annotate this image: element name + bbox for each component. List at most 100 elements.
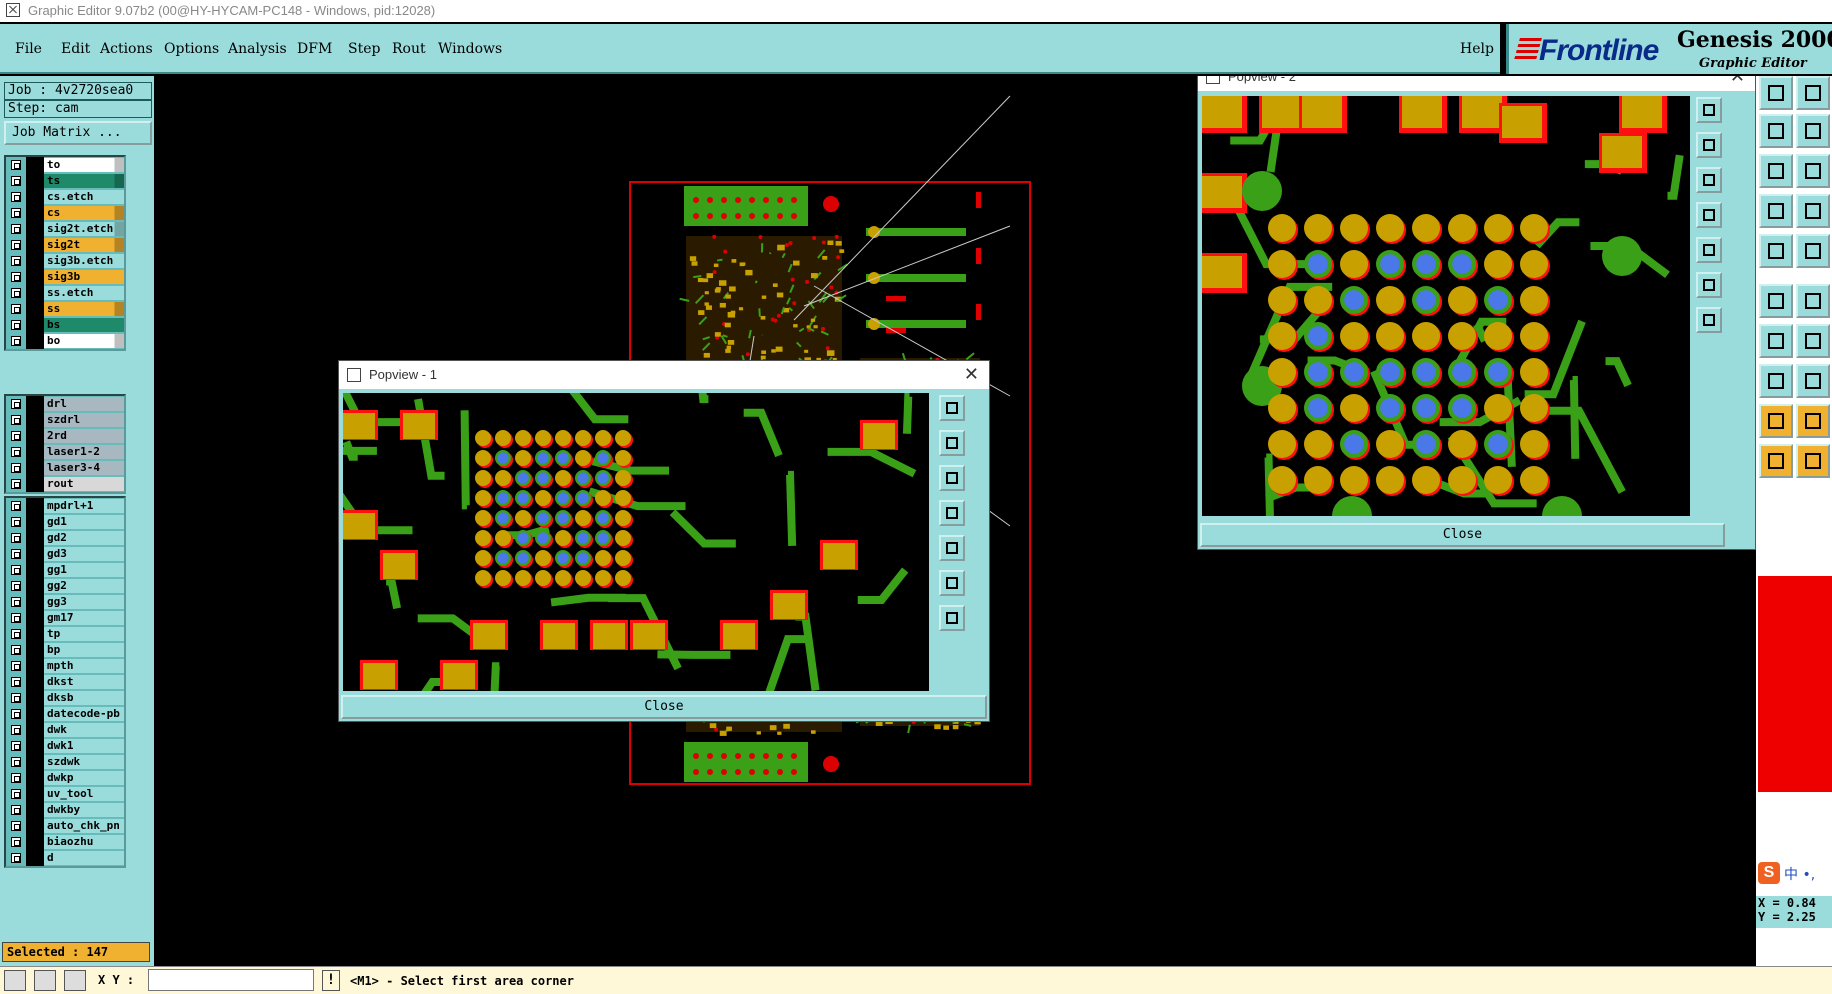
layer-row[interactable]: to [6, 157, 124, 173]
zoom-in-icon[interactable] [1796, 76, 1830, 110]
layer-checkbox[interactable] [11, 805, 21, 815]
layer-checkbox[interactable] [11, 613, 21, 623]
layer-row[interactable]: drl [6, 396, 124, 412]
layer-name[interactable]: ss [44, 302, 124, 316]
grid-icon[interactable] [1796, 154, 1830, 188]
layer-checkbox[interactable] [11, 256, 21, 266]
layer-name[interactable]: gd3 [44, 547, 124, 561]
layer-name[interactable]: d [44, 851, 124, 865]
zoom-out-icon[interactable] [939, 605, 965, 631]
popview-1-canvas[interactable] [343, 393, 929, 691]
layer-row[interactable]: auto_chk_pn [6, 818, 124, 834]
layer-name[interactable]: sig3b.etch [44, 254, 124, 268]
layer-row[interactable]: ss [6, 301, 124, 317]
layer-checkbox[interactable] [11, 597, 21, 607]
layer-checkbox[interactable] [11, 741, 21, 751]
layer-row[interactable]: cs.etch [6, 189, 124, 205]
layer-row[interactable]: szdrl [6, 412, 124, 428]
popview-1-close-icon[interactable]: ✕ [964, 364, 979, 385]
line-icon[interactable] [1796, 234, 1830, 268]
popview-2-close-button[interactable]: Close [1200, 523, 1725, 547]
menu-windows[interactable]: Windows [438, 41, 502, 57]
layer-checkbox[interactable] [11, 789, 21, 799]
zoom-home-icon[interactable] [939, 395, 965, 421]
layer-name[interactable]: ts [44, 174, 124, 188]
layer-row[interactable]: rout [6, 476, 124, 492]
pad-icon[interactable] [1759, 284, 1793, 318]
menu-file[interactable]: File [15, 41, 42, 57]
layer-name[interactable]: bs [44, 318, 124, 332]
layer-name[interactable]: dwkp [44, 771, 124, 785]
layer-checkbox[interactable] [11, 176, 21, 186]
menu-edit[interactable]: Edit [61, 41, 90, 57]
popview-2-canvas[interactable] [1202, 96, 1690, 516]
layer-row[interactable]: gd1 [6, 514, 124, 530]
layer-checkbox[interactable] [11, 431, 21, 441]
layer-name[interactable]: gd2 [44, 531, 124, 545]
layer-name[interactable]: gg2 [44, 579, 124, 593]
layer-row[interactable]: d [6, 850, 124, 866]
layer-checkbox[interactable] [11, 501, 21, 511]
layer-checkbox[interactable] [11, 565, 21, 575]
layer-name[interactable]: mpdrl+1 [44, 499, 124, 513]
layer-row[interactable]: dkst [6, 674, 124, 690]
layer-name[interactable]: rout [44, 477, 124, 491]
layer-name[interactable]: uv_tool [44, 787, 124, 801]
layer-checkbox[interactable] [11, 447, 21, 457]
zoom-in-icon[interactable] [1696, 272, 1722, 298]
layer-row[interactable]: szdwk [6, 754, 124, 770]
route-icon[interactable] [1796, 194, 1830, 228]
layer-name[interactable]: dwk1 [44, 739, 124, 753]
layer-name[interactable]: cs [44, 206, 124, 220]
layer-name[interactable]: datecode-pb [44, 707, 124, 721]
zoom-in-icon[interactable] [1796, 364, 1830, 398]
layer-row[interactable]: dwkby [6, 802, 124, 818]
layer-checkbox[interactable] [11, 645, 21, 655]
layer-checkbox[interactable] [11, 693, 21, 703]
menu-options[interactable]: Options [164, 41, 219, 57]
layer-row[interactable]: gm17 [6, 610, 124, 626]
pan-right-icon[interactable] [939, 535, 965, 561]
job-matrix-button[interactable]: Job Matrix ... [4, 121, 152, 145]
layer-name[interactable]: bo [44, 334, 124, 348]
zoom-out-icon[interactable] [1759, 404, 1793, 438]
layer-row[interactable]: 2rd [6, 428, 124, 444]
layer-name[interactable]: gd1 [44, 515, 124, 529]
layer-row[interactable]: bs [6, 317, 124, 333]
menu-step[interactable]: Step [348, 41, 380, 57]
layer-checkbox[interactable] [11, 479, 21, 489]
layer-row[interactable]: gg3 [6, 594, 124, 610]
layer-name[interactable]: auto_chk_pn [44, 819, 124, 833]
cancel-icon[interactable] [34, 970, 56, 991]
layer-row[interactable]: ss.etch [6, 285, 124, 301]
layer-name[interactable]: mpth [44, 659, 124, 673]
layer-row[interactable]: laser3-4 [6, 460, 124, 476]
layer-name[interactable]: gg1 [44, 563, 124, 577]
zoom-in-icon[interactable] [939, 570, 965, 596]
pan-up-icon[interactable] [939, 430, 965, 456]
layer-name[interactable]: szdwk [44, 755, 124, 769]
layer-row[interactable]: laser1-2 [6, 444, 124, 460]
layer-name[interactable]: to [44, 158, 124, 172]
layer-checkbox[interactable] [11, 272, 21, 282]
layer-checkbox[interactable] [11, 160, 21, 170]
layer-row[interactable]: sig2t.etch [6, 221, 124, 237]
layer-name[interactable]: dwkby [44, 803, 124, 817]
layer-checkbox[interactable] [11, 757, 21, 767]
layer-row[interactable]: mpth [6, 658, 124, 674]
layer-checkbox[interactable] [11, 415, 21, 425]
layer-row[interactable]: bo [6, 333, 124, 349]
measure-icon[interactable] [1759, 234, 1793, 268]
layer-name[interactable]: drl [44, 397, 124, 411]
layer-name[interactable]: sig3b [44, 270, 124, 284]
zoom-area-icon[interactable] [4, 970, 26, 991]
snap-icon[interactable] [1759, 194, 1793, 228]
pan-right-icon[interactable] [1696, 237, 1722, 263]
layer-checkbox[interactable] [11, 192, 21, 202]
layer-checkbox[interactable] [11, 463, 21, 473]
layer-checkbox[interactable] [11, 709, 21, 719]
xy-input[interactable] [148, 969, 314, 991]
popview-1-close-button[interactable]: Close [341, 695, 987, 719]
menu-actions[interactable]: Actions [100, 41, 153, 57]
triangle-icon[interactable] [1759, 324, 1793, 358]
